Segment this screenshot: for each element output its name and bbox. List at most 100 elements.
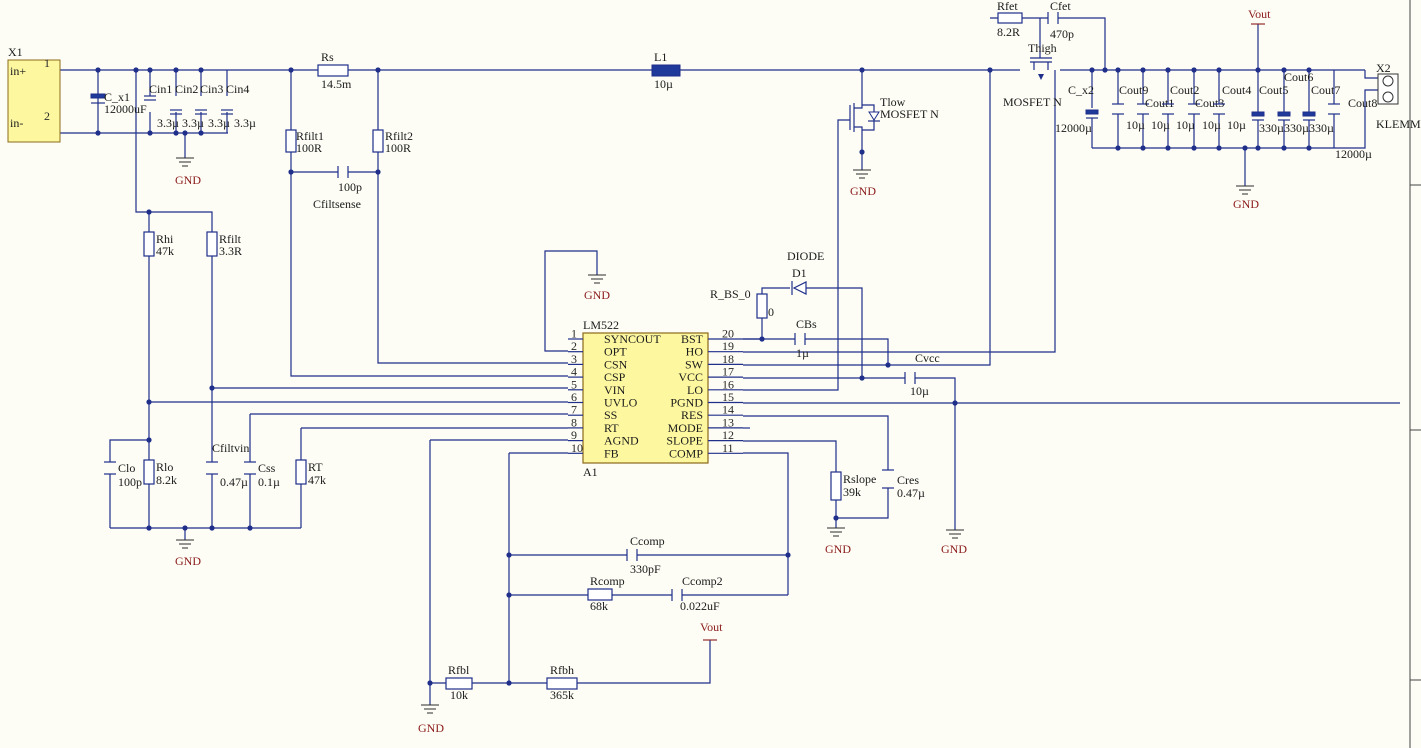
resistor-rfilt[interactable]: Rfilt 3.3R [206,231,242,258]
svg-text:10µ: 10µ [1176,118,1195,132]
ic-pin-name: HO [686,345,704,359]
svg-text:GND: GND [941,542,967,556]
connector-x2[interactable]: X2 KLEMME [1376,61,1421,131]
capacitor-cout5[interactable]: Cout5 330µ [1251,83,1288,135]
capacitor-cin2[interactable]: Cin2 3.3µ [170,82,204,130]
gnd-1: GND [175,157,201,187]
capacitor-cout9[interactable]: Cout9 10µ [1112,83,1148,132]
svg-text:Cin4: Cin4 [226,82,249,96]
capacitor-cvcc[interactable]: Cvcc 10µ [904,351,940,398]
capacitor-css[interactable]: Css 0.1µ [244,461,280,489]
capacitor-cres[interactable]: Cres 0.47µ [882,469,925,500]
ic-pin-name: UVLO [604,396,638,410]
svg-text:GND: GND [850,184,876,198]
resistor-rfbl[interactable]: Rfbl 10k [445,663,473,702]
ic-pin-name: SYNCOUT [604,332,661,346]
capacitor-cout1[interactable]: Cout1 10µ [1137,96,1174,132]
ic-pin-number: 20 [722,327,734,341]
resistor-rcomp[interactable]: Rcomp 68k [587,574,625,613]
ic-pin-number: 16 [722,377,734,391]
ic-pin-name: SLOPE [666,434,703,448]
svg-text:Cfet: Cfet [1050,0,1071,13]
capacitor-c-x2[interactable]: C_x2 12000µ [1055,83,1099,135]
gnd-8: GND [418,704,444,735]
svg-text:1µ: 1µ [796,346,809,360]
svg-text:365k: 365k [550,688,574,702]
svg-text:470p: 470p [1050,27,1074,41]
svg-text:DIODE: DIODE [787,249,824,263]
gnd-2: GND [584,274,610,302]
svg-text:8.2k: 8.2k [156,473,177,487]
capacitor-cout2[interactable]: Cout2 10µ [1162,83,1199,132]
connector-x1[interactable]: X1 in+ in- 1 2 [7,45,61,143]
capacitor-cin1[interactable]: Cin1 3.3µ [144,82,179,130]
resistor-rfilt1[interactable]: Rfilt1 100R [285,129,324,155]
capacitor-ccomp[interactable]: Ccomp 330pF [626,534,665,576]
resistor-rs[interactable]: Rs 14.5m [317,50,352,91]
resistor-rfet[interactable]: Rfet 8.2R [997,0,1023,39]
capacitor-cbs[interactable]: CBs 1µ [794,317,817,360]
vout-top: Vout [1248,7,1271,25]
ic-pin-number: 3 [571,352,577,366]
svg-text:MOSFET N: MOSFET N [1003,95,1062,109]
svg-text:Rs: Rs [321,50,334,64]
gnd-symbols: GND GND GND GND GND GND GND GND [175,157,1259,735]
svg-text:12000µ: 12000µ [1055,121,1092,135]
svg-text:Rfilt: Rfilt [219,232,242,246]
ic-pin-name: BST [681,332,704,346]
gnd-5: GND [175,539,201,568]
capacitor-cout4[interactable]: Cout4 10µ [1213,83,1251,132]
svg-text:Cout3: Cout3 [1195,96,1224,110]
svg-text:1: 1 [44,56,50,70]
ic-pin-number: 19 [722,339,734,353]
svg-text:330µ: 330µ [1284,121,1309,135]
resistor-rslope[interactable]: Rslope 39k [830,471,876,501]
capacitor-cout6[interactable]: Cout6 330µ [1277,70,1313,135]
svg-text:Cout7: Cout7 [1311,83,1340,97]
svg-text:Tlow: Tlow [880,95,906,109]
capacitor-cout8[interactable]: Cout8 12000µ [1328,96,1377,161]
capacitor-cfiltvin[interactable]: Cfiltvin 0.47µ [206,441,249,489]
ic-pin-number: 5 [571,377,577,391]
capacitor-cin4[interactable]: Cin4 3.3µ [221,82,256,130]
svg-text:10µ: 10µ [1227,118,1246,132]
capacitor-cfet[interactable]: Cfet 470p [1047,0,1074,41]
diode-d1[interactable]: DIODE D1 [787,249,824,295]
resistor-rhi[interactable]: Rhi 47k [143,231,174,258]
mosfet-thigh[interactable]: Thigh MOSFET N [1003,41,1062,109]
svg-text:A1: A1 [583,465,598,479]
svg-text:GND: GND [175,554,201,568]
ic-pin-name: SW [685,357,704,371]
resistor-rfbh[interactable]: Rfbh 365k [546,663,578,702]
svg-text:Rfilt1: Rfilt1 [296,129,324,143]
inductor-l1[interactable]: L1 10µ [651,50,681,91]
svg-text:3.3µ: 3.3µ [182,116,204,130]
capacitor-ccomp2[interactable]: Ccomp2 0.022uF [671,574,723,613]
resistor-rlo[interactable]: Rlo 8.2k [143,459,177,487]
resistor-r-bs-0[interactable]: R_BS_0 0 [710,287,774,319]
svg-text:Rlo: Rlo [156,460,173,474]
capacitor-c-x1[interactable]: C_x1 12000uF [90,90,147,116]
svg-text:68k: 68k [590,599,608,613]
svg-text:Rfbl: Rfbl [448,663,470,677]
gnd-6: GND [825,527,851,556]
resistor-rfilt2[interactable]: Rfilt2 100R [372,129,413,155]
svg-text:Cin3: Cin3 [200,82,223,96]
capacitor-cin3[interactable]: Cin3 3.3µ [195,82,230,130]
capacitor-clo[interactable]: Clo 100p [104,461,142,489]
capacitor-cout7[interactable]: Cout7 330µ [1302,83,1340,135]
svg-text:0.47µ: 0.47µ [220,475,248,489]
ic-pin-name: RT [604,421,619,435]
ic-pin-name: LO [687,383,703,397]
capacitor-cout3[interactable]: Cout3 10µ [1188,96,1224,132]
svg-text:8.2R: 8.2R [997,25,1020,39]
ic-pin-name: VIN [604,383,626,397]
mosfet-tlow[interactable]: Tlow MOSFET N [849,95,939,140]
resistor-rt[interactable]: RT 47k [295,459,326,487]
capacitor-cfiltsense[interactable]: 100p Cfiltsense [313,166,362,211]
svg-text:10k: 10k [450,688,468,702]
svg-text:Cres: Cres [897,473,919,487]
svg-text:330pF: 330pF [630,562,661,576]
